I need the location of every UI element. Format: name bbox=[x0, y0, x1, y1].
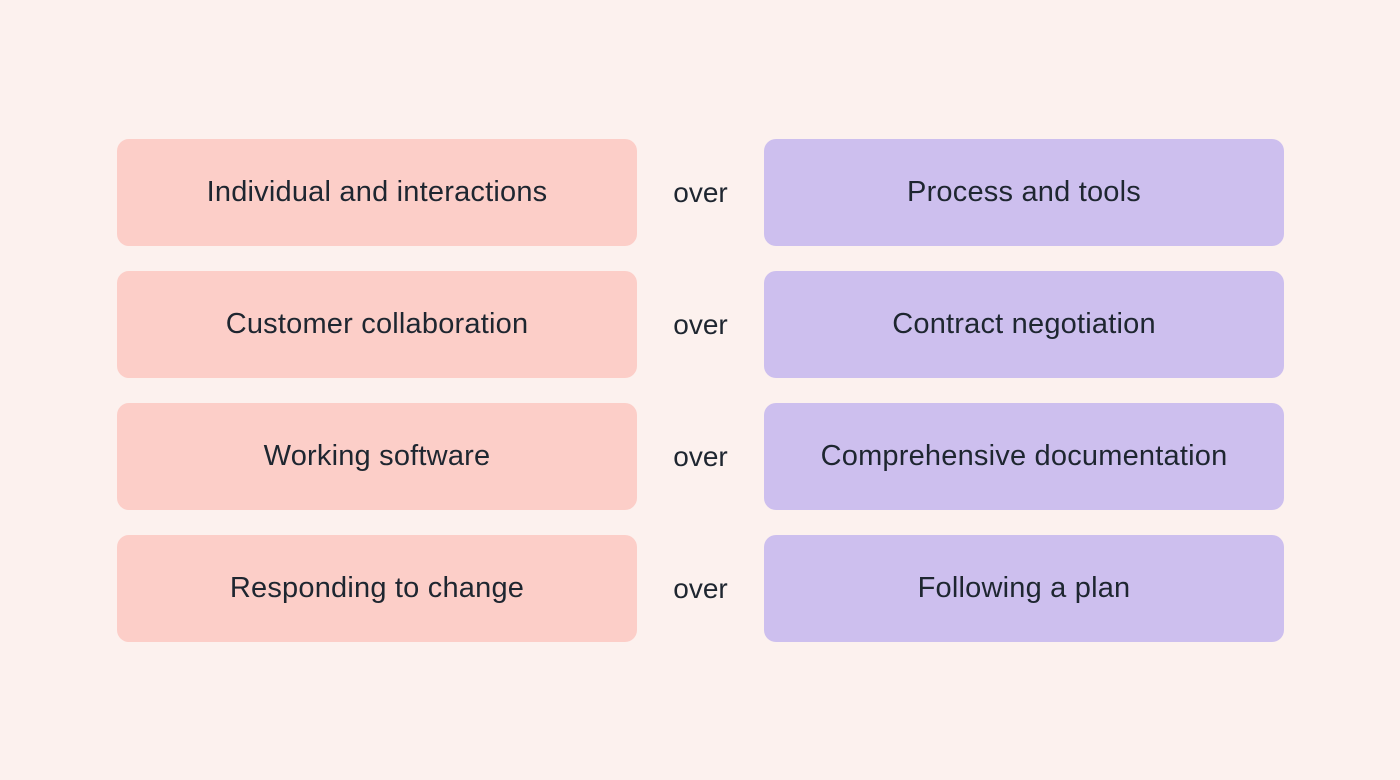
value-box-individuals-interactions: Individual and interactions bbox=[117, 139, 637, 246]
value-pair-row: Individual and interactions over Process… bbox=[117, 139, 1284, 246]
value-box-comprehensive-documentation: Comprehensive documentation bbox=[764, 403, 1284, 510]
value-pair-row: Working software over Comprehensive docu… bbox=[117, 403, 1284, 510]
over-label: over bbox=[673, 176, 728, 208]
value-box-responding-to-change: Responding to change bbox=[117, 535, 637, 642]
value-box-process-tools: Process and tools bbox=[764, 139, 1284, 246]
over-label: over bbox=[673, 440, 728, 472]
value-box-contract-negotiation: Contract negotiation bbox=[764, 271, 1284, 378]
value-box-following-a-plan: Following a plan bbox=[764, 535, 1284, 642]
over-label: over bbox=[673, 572, 728, 604]
value-box-working-software: Working software bbox=[117, 403, 637, 510]
value-pair-row: Responding to change over Following a pl… bbox=[117, 535, 1284, 642]
over-label: over bbox=[673, 308, 728, 340]
value-box-customer-collaboration: Customer collaboration bbox=[117, 271, 637, 378]
value-pair-list: Individual and interactions over Process… bbox=[117, 139, 1284, 642]
value-pair-row: Customer collaboration over Contract neg… bbox=[117, 271, 1284, 378]
